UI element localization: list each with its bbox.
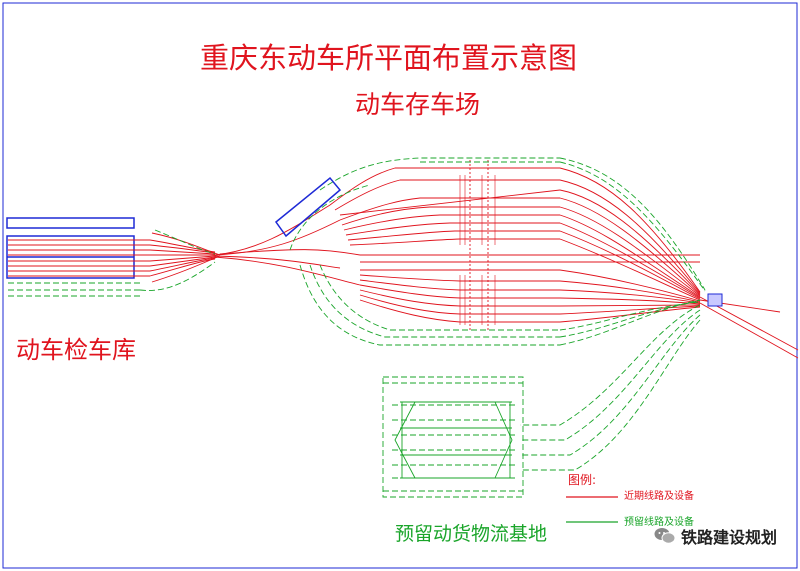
inspection-depot-building (6, 217, 135, 279)
storage-yard-marks (459, 175, 496, 325)
logistics-base-label: 预留动货物流基地 (395, 523, 548, 545)
near-term-tracks (8, 160, 799, 359)
future-tracks (8, 157, 706, 498)
legend-near-term-label: 近期线路及设备 (624, 491, 694, 502)
legend-title: 图例: (568, 473, 597, 487)
watermark-text: 铁路建设规划 (681, 528, 778, 547)
watermark: 铁路建设规划 (654, 524, 777, 548)
east-junction-box (707, 293, 723, 307)
maintenance-shed (274, 176, 342, 238)
wechat-icon (654, 527, 676, 545)
storage-yard-label: 动车存车场 (355, 90, 481, 119)
inspection-depot-label: 动车检车库 (16, 336, 136, 364)
page-title: 重庆东动车所平面布置示意图 (200, 41, 578, 75)
legend-future-label: 预留线路及设备 (624, 517, 694, 528)
future-facilities (394, 401, 513, 479)
